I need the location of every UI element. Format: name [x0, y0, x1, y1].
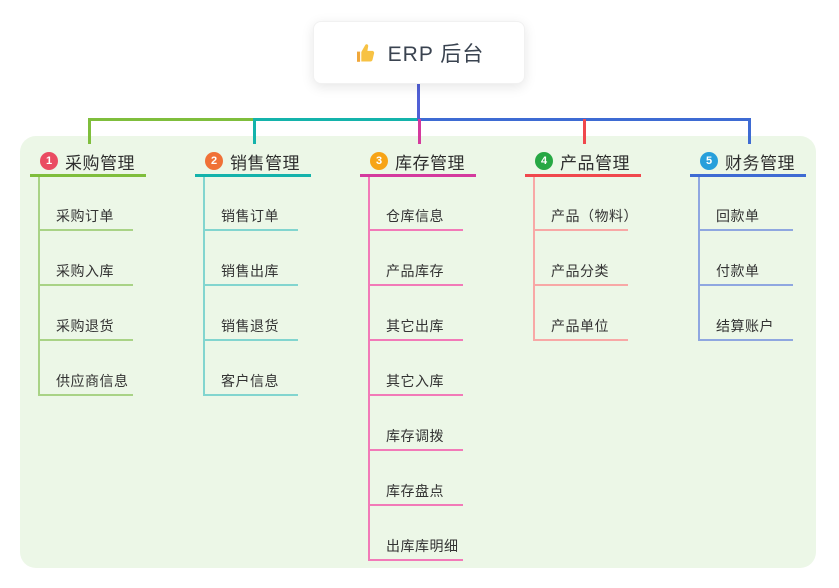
branch-underline	[360, 174, 476, 177]
child-topic[interactable]: 付款单	[716, 263, 760, 279]
child-underline	[533, 284, 628, 286]
child-branch-vline	[203, 177, 205, 396]
child-topic[interactable]: 产品（物料）	[551, 208, 638, 224]
branch-underline	[525, 174, 641, 177]
branch-underline	[195, 174, 311, 177]
branch-topic-4[interactable]: 4 产品管理	[535, 150, 630, 173]
child-branch-vline	[368, 177, 370, 561]
child-topic[interactable]: 采购退货	[56, 318, 114, 334]
branch-drop-line	[748, 119, 751, 144]
child-underline	[203, 229, 298, 231]
child-topic[interactable]: 仓库信息	[386, 208, 444, 224]
child-topic[interactable]: 采购订单	[56, 208, 114, 224]
root-stem-line	[417, 81, 420, 119]
branch-topic-label: 销售管理	[230, 153, 300, 173]
child-underline	[698, 284, 793, 286]
child-underline	[368, 284, 463, 286]
child-underline	[698, 339, 793, 341]
bus-segment-line	[253, 118, 419, 121]
child-underline	[698, 229, 793, 231]
child-underline	[38, 229, 133, 231]
child-topic[interactable]: 采购入库	[56, 263, 114, 279]
branch-topic-1[interactable]: 1 采购管理	[40, 150, 135, 173]
branch-number-badge: 1	[40, 152, 58, 170]
child-topic[interactable]: 其它出库	[386, 318, 444, 334]
branch-topic-label: 库存管理	[395, 153, 465, 173]
child-underline	[38, 339, 133, 341]
child-underline	[368, 339, 463, 341]
child-topic[interactable]: 库存盘点	[386, 483, 444, 499]
child-topic[interactable]: 销售出库	[221, 263, 279, 279]
child-branch-vline	[533, 177, 535, 341]
child-underline	[368, 394, 463, 396]
child-topic[interactable]: 销售订单	[221, 208, 279, 224]
branch-underline	[690, 174, 806, 177]
child-underline	[368, 559, 463, 561]
root-node[interactable]: ERP 后台	[313, 21, 525, 84]
branch-drop-line	[583, 119, 586, 144]
root-node-label: ERP 后台	[387, 42, 485, 66]
branch-topic-2[interactable]: 2 销售管理	[205, 150, 300, 173]
branch-topic-5[interactable]: 5 财务管理	[700, 150, 795, 173]
child-underline	[533, 229, 628, 231]
branch-topic-label: 财务管理	[725, 153, 795, 173]
child-topic[interactable]: 产品库存	[386, 263, 444, 279]
child-underline	[203, 284, 298, 286]
child-topic[interactable]: 产品分类	[551, 263, 609, 279]
child-underline	[38, 394, 133, 396]
child-topic[interactable]: 回款单	[716, 208, 760, 224]
branch-underline	[30, 174, 146, 177]
branch-number-badge: 4	[535, 152, 553, 170]
child-topic[interactable]: 出库库明细	[386, 538, 459, 554]
branch-number-badge: 5	[700, 152, 718, 170]
branches-panel	[20, 136, 816, 568]
branch-drop-line	[418, 119, 421, 144]
child-branch-vline	[698, 177, 700, 341]
child-topic[interactable]: 结算账户	[716, 318, 774, 334]
bus-segment-line	[88, 118, 255, 121]
branch-topic-label: 产品管理	[560, 153, 630, 173]
child-topic[interactable]: 销售退货	[221, 318, 279, 334]
child-topic[interactable]: 产品单位	[551, 318, 609, 334]
child-underline	[203, 339, 298, 341]
branch-number-badge: 3	[370, 152, 388, 170]
child-underline	[533, 339, 628, 341]
branch-topic-3[interactable]: 3 库存管理	[370, 150, 465, 173]
branch-drop-line	[88, 119, 91, 144]
child-underline	[368, 504, 463, 506]
child-topic[interactable]: 库存调拨	[386, 428, 444, 444]
branch-topic-label: 采购管理	[65, 153, 135, 173]
thumbs-up-icon	[354, 41, 378, 65]
branch-drop-line	[253, 119, 256, 144]
child-underline	[203, 394, 298, 396]
child-topic[interactable]: 其它入库	[386, 373, 444, 389]
child-branch-vline	[38, 177, 40, 396]
child-topic[interactable]: 客户信息	[221, 373, 279, 389]
branch-number-badge: 2	[205, 152, 223, 170]
child-underline	[368, 449, 463, 451]
child-topic[interactable]: 供应商信息	[56, 373, 129, 389]
child-underline	[38, 284, 133, 286]
child-underline	[368, 229, 463, 231]
